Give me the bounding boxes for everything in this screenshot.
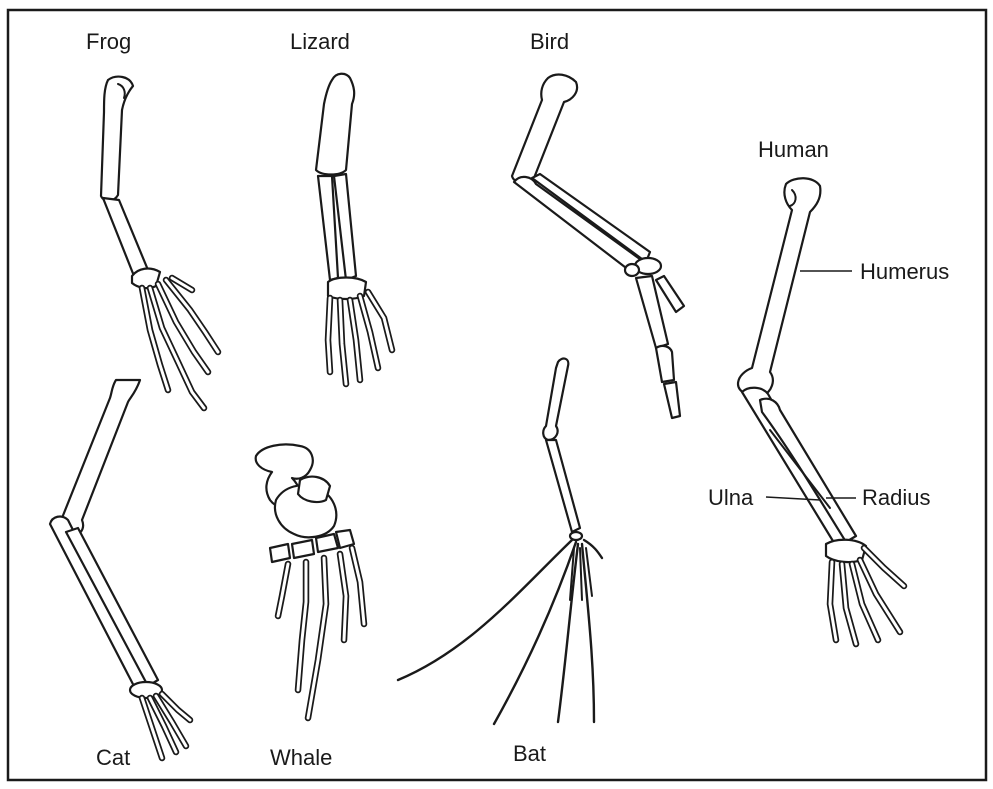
radius-label: Radius <box>862 485 930 510</box>
lizard-label: Lizard <box>290 29 350 54</box>
cat-label: Cat <box>96 745 130 770</box>
humerus-label: Humerus <box>860 259 949 284</box>
bat-label: Bat <box>513 741 546 766</box>
human-label: Human <box>758 137 829 162</box>
whale-label: Whale <box>270 745 332 770</box>
bird-label: Bird <box>530 29 569 54</box>
frog-label: Frog <box>86 29 131 54</box>
diagram-frame <box>8 10 986 780</box>
ulna-label: Ulna <box>708 485 754 510</box>
